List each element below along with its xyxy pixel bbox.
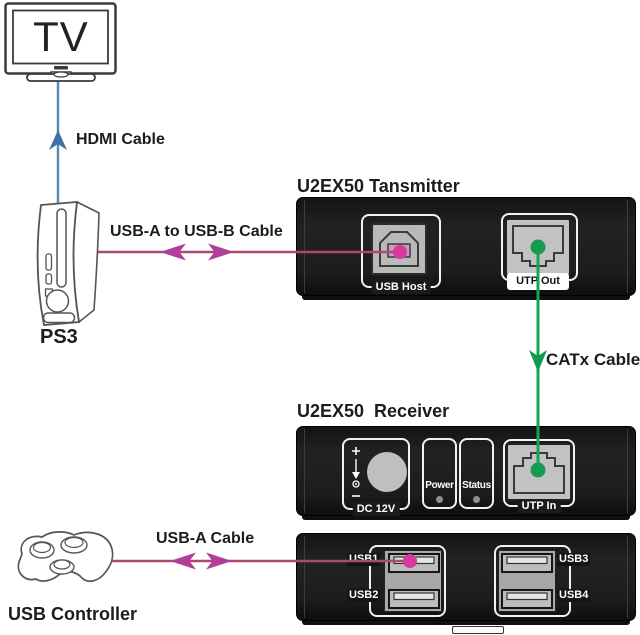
panel-edge-line bbox=[627, 200, 628, 293]
dc-power-jack: DC 12V bbox=[342, 438, 410, 516]
catx-cable-arrow-down bbox=[529, 350, 547, 372]
usb1-label: USB1 bbox=[347, 553, 381, 566]
panel-base bbox=[302, 621, 630, 625]
usb-host-label: USB Host bbox=[371, 280, 431, 294]
panel-foot bbox=[452, 626, 504, 634]
panel-edge-line bbox=[627, 536, 628, 618]
usb4-label: USB4 bbox=[557, 589, 591, 602]
dc-barrel-jack bbox=[367, 452, 407, 492]
status-led bbox=[473, 496, 480, 503]
ps3-console-icon bbox=[36, 200, 100, 326]
panel-edge-line bbox=[304, 429, 305, 513]
utp-out-label: UTP Out bbox=[507, 273, 569, 290]
catx-cable-label: CATx Cable bbox=[546, 350, 640, 369]
status-led-label: Status bbox=[462, 480, 491, 491]
utp-out-port bbox=[501, 213, 578, 281]
usb-a-port-icon bbox=[501, 589, 553, 609]
dc-polarity-icon bbox=[352, 447, 360, 497]
usb-ab-cable-arrow-right bbox=[208, 243, 234, 261]
panel-edge-line bbox=[304, 200, 305, 293]
hdmi-cable-arrow-up bbox=[49, 130, 67, 150]
usb-a-port-icon bbox=[388, 589, 440, 609]
usb-ab-cable-label: USB-A to USB-B Cable bbox=[110, 223, 283, 240]
usb-a-port-icon bbox=[501, 553, 553, 573]
panel-base bbox=[302, 296, 630, 300]
tv-label: TV bbox=[33, 13, 89, 60]
rj45-jack-icon bbox=[505, 218, 571, 276]
usb-ab-cable-arrow-left bbox=[160, 243, 186, 261]
ps3-label: PS3 bbox=[40, 326, 78, 348]
panel-edge-line bbox=[304, 536, 305, 618]
power-led bbox=[436, 496, 443, 503]
panel-base bbox=[302, 516, 630, 520]
usb-a-cable-arrow-left bbox=[170, 552, 196, 570]
power-led-label: Power bbox=[425, 480, 454, 491]
usb-a-port-icon bbox=[388, 553, 440, 573]
game-controller-icon bbox=[17, 531, 114, 583]
usb-a-cable-arrow-right bbox=[206, 552, 232, 570]
usb2-label: USB2 bbox=[347, 589, 381, 602]
usb-port-group-left bbox=[369, 545, 446, 617]
tv-icon bbox=[4, 2, 117, 82]
usb-host-port: USB Host bbox=[361, 214, 441, 294]
usb-controller-label: USB Controller bbox=[8, 604, 138, 624]
hdmi-cable-label: HDMI Cable bbox=[76, 131, 165, 148]
usb-port-group-right bbox=[494, 545, 571, 617]
rj45-jack-icon bbox=[506, 443, 572, 501]
transmitter-rear-panel: USB Host UTP Out bbox=[296, 197, 636, 296]
receiver-title: U2EX50 Receiver bbox=[297, 401, 450, 421]
usb-port-bezel bbox=[384, 550, 442, 612]
panel-edge-line bbox=[627, 429, 628, 513]
dc-label: DC 12V bbox=[352, 502, 400, 516]
usb-a-cable-label: USB-A Cable bbox=[156, 530, 255, 547]
utp-in-port: UTP In bbox=[503, 439, 575, 513]
usb3-label: USB3 bbox=[557, 553, 591, 566]
transmitter-title: U2EX50 Tansmitter bbox=[297, 176, 460, 196]
receiver-front-panel: USB1 USB2 USB3 USB4 bbox=[296, 533, 636, 621]
utp-in-label: UTP In bbox=[517, 499, 561, 513]
receiver-rear-panel: DC 12V Power Status UTP In bbox=[296, 426, 636, 516]
power-led-panel: Power bbox=[422, 438, 457, 509]
status-led-panel: Status bbox=[459, 438, 494, 509]
usb-b-connector-icon bbox=[371, 223, 427, 275]
usb-port-bezel bbox=[498, 550, 556, 612]
